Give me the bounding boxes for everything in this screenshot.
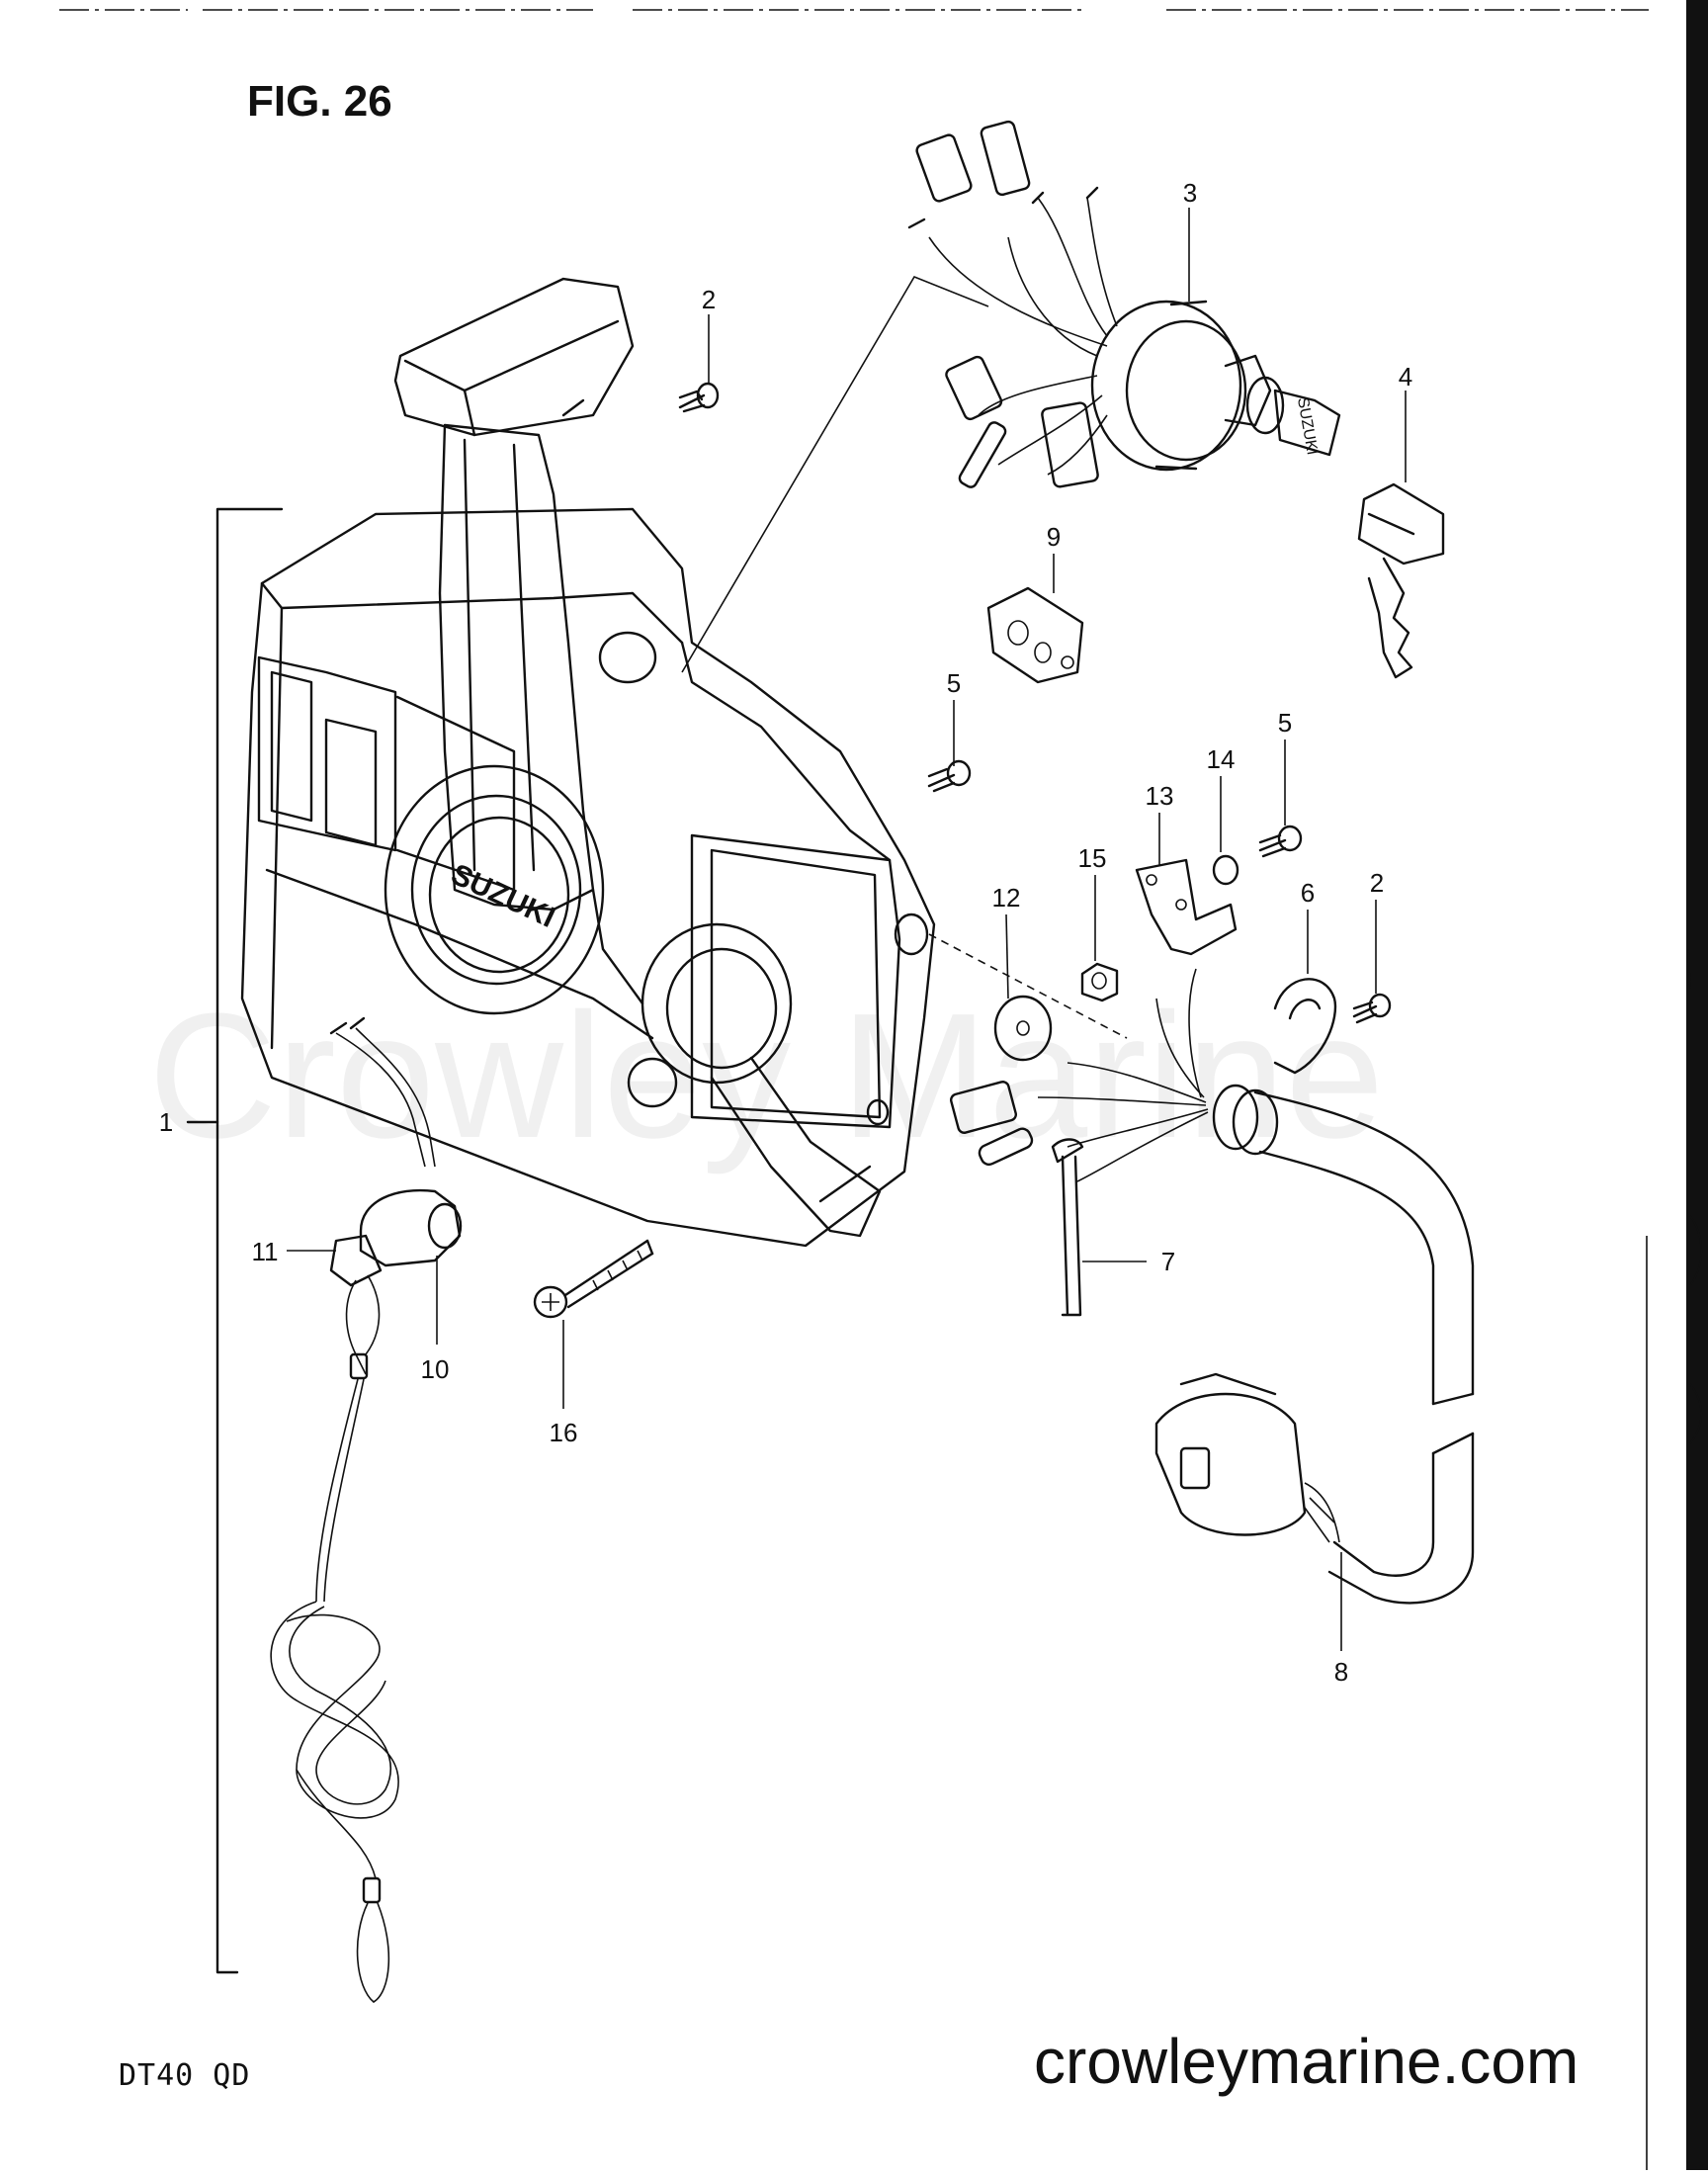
bracket-plate xyxy=(1135,858,1238,956)
callout-14: 14 xyxy=(1207,744,1236,774)
callout-2-right: 2 xyxy=(1370,868,1384,898)
callout-7: 7 xyxy=(1161,1247,1175,1276)
callout-11: 11 xyxy=(252,1237,279,1266)
callout-4: 4 xyxy=(1399,362,1412,392)
emblem-brand-text: SUZUKI xyxy=(446,858,559,934)
remote-control-box: SUZUKI xyxy=(240,277,936,1248)
callout-9: 9 xyxy=(1047,522,1061,552)
callout-8: 8 xyxy=(1334,1657,1348,1687)
ignition-switch: SUZUKI xyxy=(907,120,1341,488)
long-screw xyxy=(533,1239,654,1319)
watermark: Crowley Marine xyxy=(148,977,1385,1175)
neighbor-page-fragments xyxy=(1687,948,1702,1444)
screw-2-top xyxy=(678,382,720,413)
website-link[interactable]: crowleymarine.com xyxy=(1034,2026,1580,2097)
callout-2-top: 2 xyxy=(702,285,716,314)
screw-2-right xyxy=(1352,993,1392,1024)
callouts: 3 4 2 9 5 5 14 13 15 12 6 2 7 8 1 11 10 … xyxy=(159,178,1412,1687)
flat-washer xyxy=(993,995,1053,1062)
page-binding-strip xyxy=(1686,0,1708,2170)
lock-washer xyxy=(1212,854,1239,886)
leader-harness-to-box xyxy=(928,933,1128,1039)
callout-15: 15 xyxy=(1078,843,1107,873)
callout-10: 10 xyxy=(421,1354,450,1384)
callout-3: 3 xyxy=(1183,178,1197,208)
screw-5-left xyxy=(927,759,972,793)
hex-nut xyxy=(1080,962,1119,1002)
callout-1: 1 xyxy=(159,1107,173,1137)
callout-16: 16 xyxy=(550,1418,578,1447)
key-brand-text: SUZUKI xyxy=(1294,396,1321,457)
callout-13: 13 xyxy=(1146,781,1174,811)
callout-12: 12 xyxy=(992,883,1021,913)
leader-switch-to-box xyxy=(681,276,989,673)
spacer-block xyxy=(986,586,1084,684)
callout-5-left: 5 xyxy=(947,668,961,698)
assembly-bracket xyxy=(186,507,284,1974)
wire-clamp xyxy=(1273,978,1337,1075)
stop-switch-lanyard xyxy=(270,1016,463,2003)
wire-harness xyxy=(949,968,1475,1605)
model-label: DT40 QD xyxy=(119,2058,251,2093)
screw-5-right xyxy=(1258,825,1303,858)
ignition-key xyxy=(1357,482,1445,679)
callout-6: 6 xyxy=(1301,878,1315,908)
figure-label: FIG. 26 xyxy=(247,77,392,126)
callout-5-right: 5 xyxy=(1278,708,1292,738)
